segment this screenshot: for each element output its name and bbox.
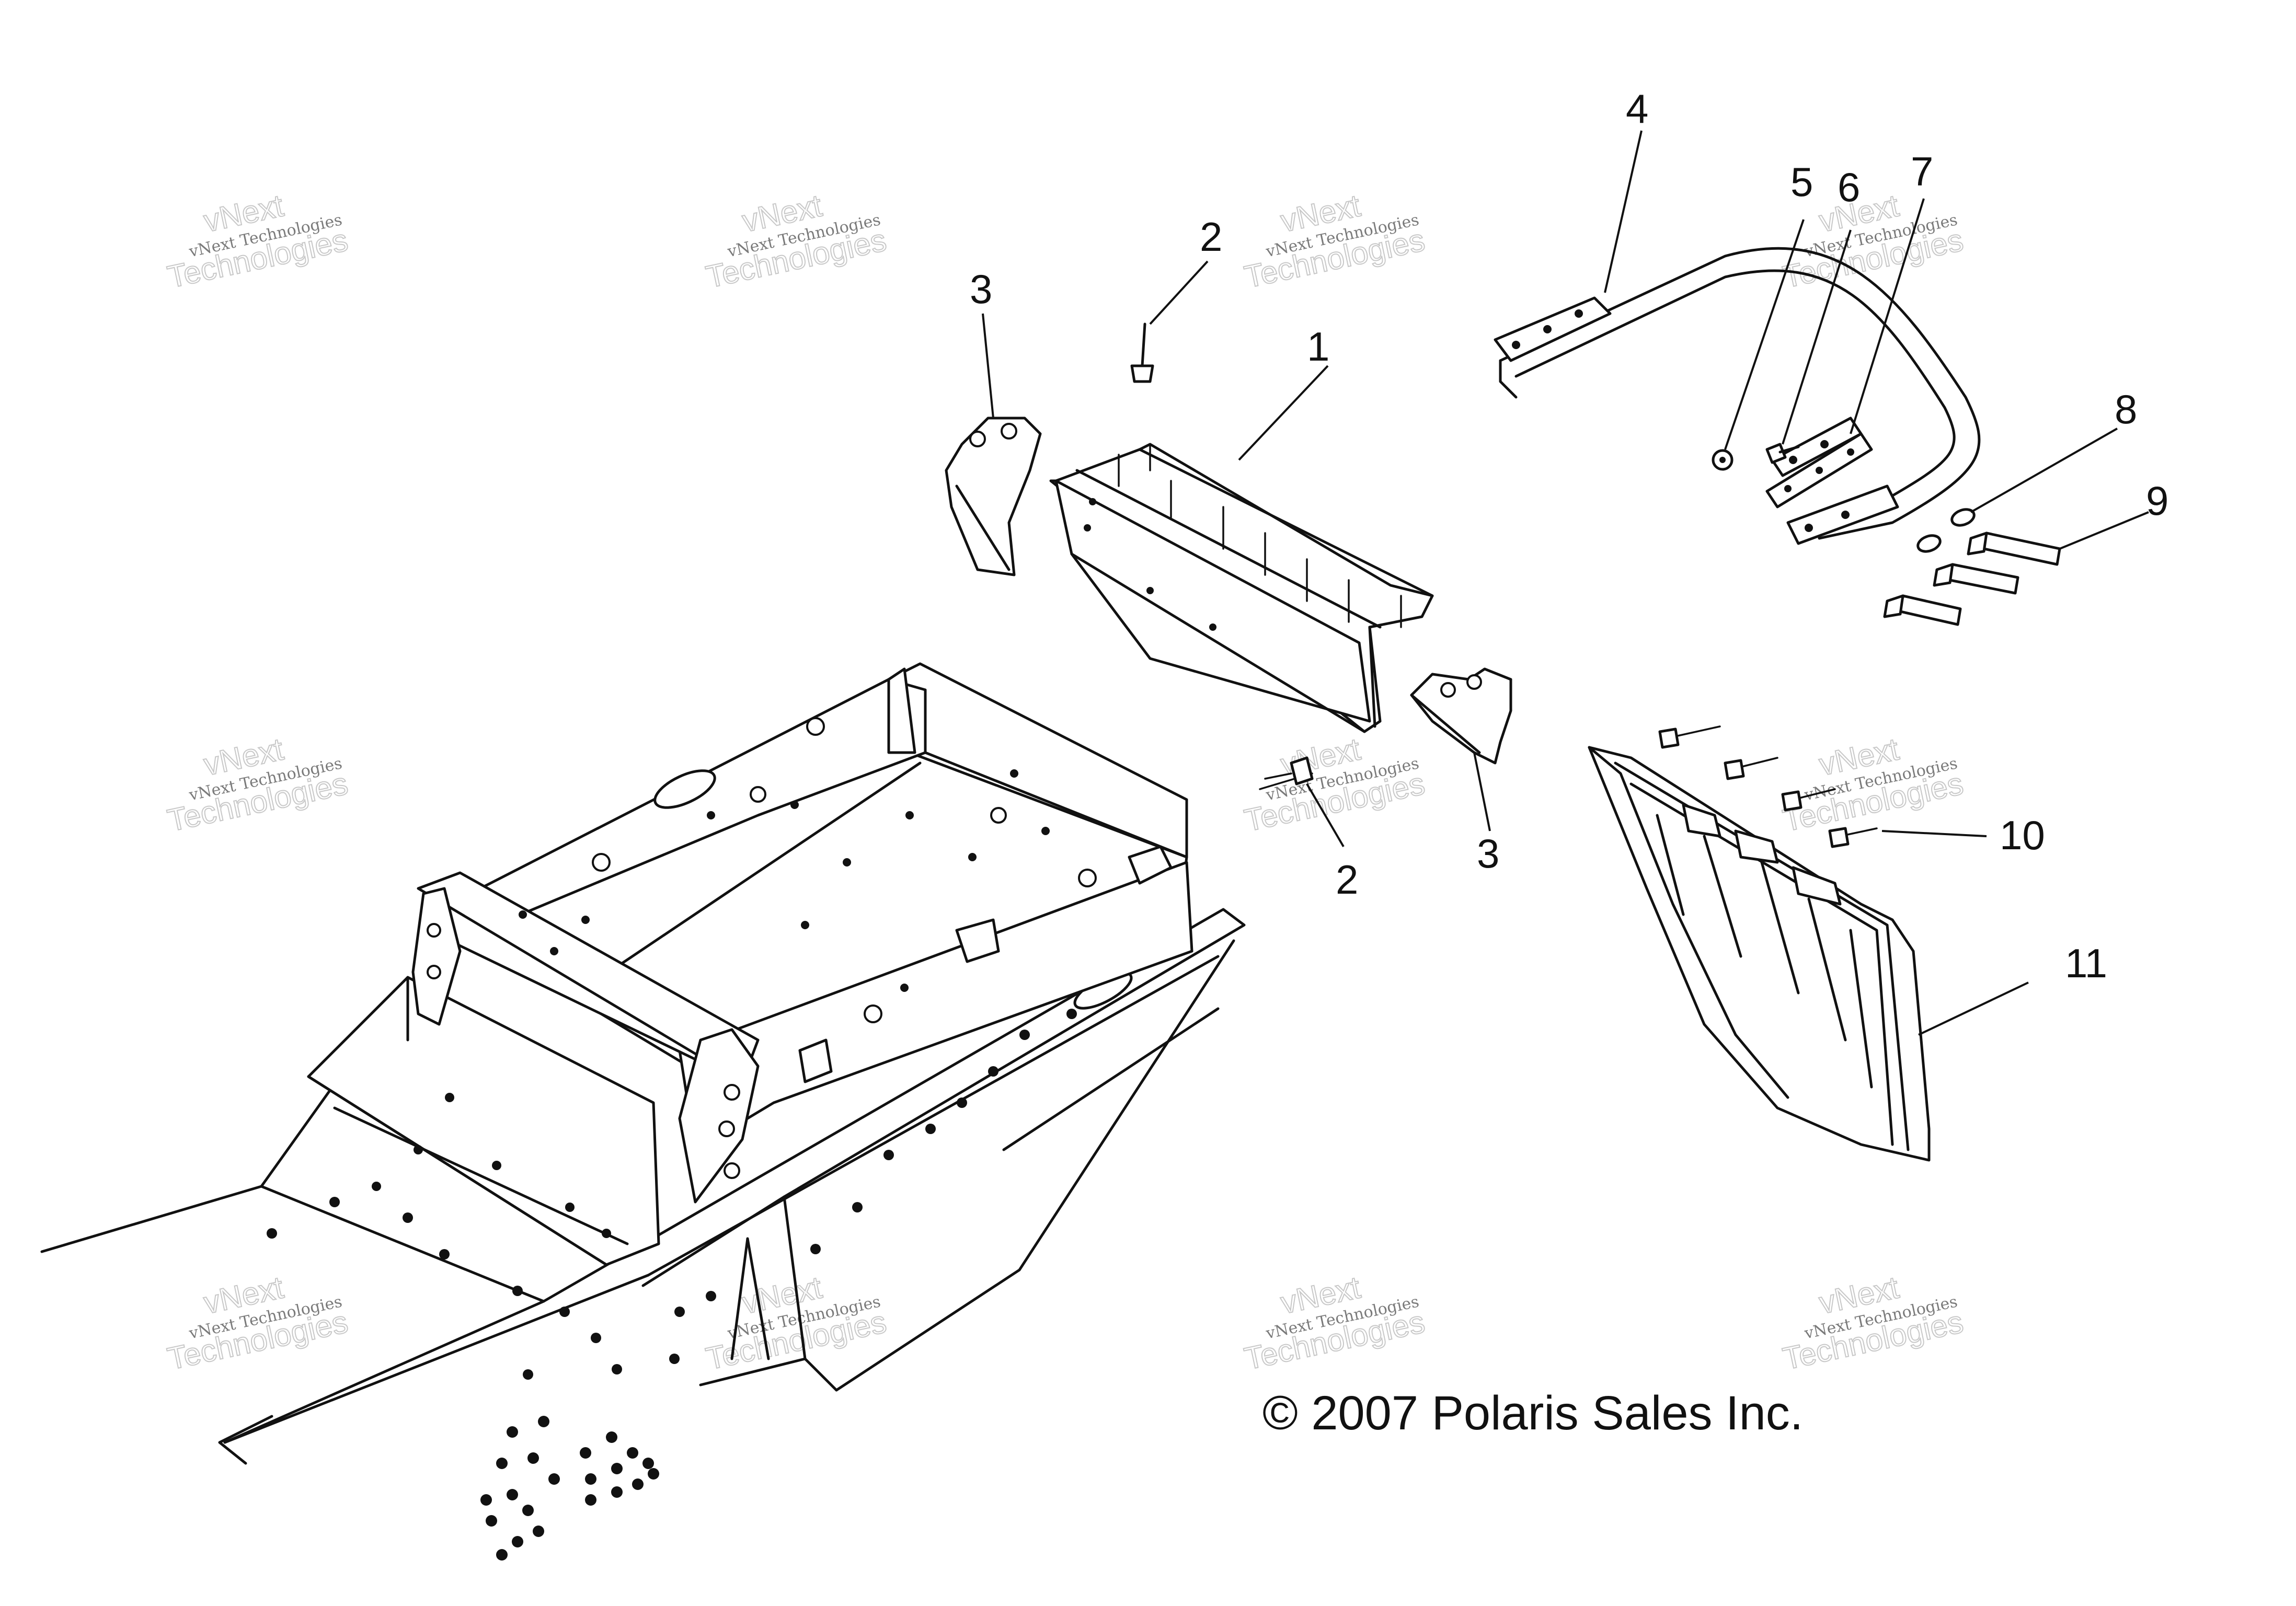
leader-4	[1604, 130, 1643, 293]
leader-2a	[1149, 260, 1209, 325]
storage-box	[307, 662, 1193, 1266]
part-7-clamp	[1765, 432, 1873, 509]
right-side-bracket	[678, 1028, 760, 1204]
leader-6	[1782, 229, 1852, 445]
part-8-washers	[1916, 508, 1976, 553]
watermark: vNext vNext Technologies Technologies	[164, 1269, 352, 1377]
leader-11	[1918, 981, 2029, 1036]
cover-rivets	[1118, 443, 1402, 628]
flap-ribs	[1656, 814, 1873, 1089]
watermark: vNext vNext Technologies Technologies	[703, 187, 890, 295]
box-latch-mid	[955, 918, 1000, 963]
callout-9: 9	[2146, 478, 2168, 524]
grab-bar-left-pad	[1494, 296, 1612, 362]
callout-6: 6	[1838, 164, 1860, 210]
box-latch-front	[798, 1038, 833, 1083]
part-3-bracket-left	[945, 417, 1042, 576]
cover-face	[1054, 479, 1371, 723]
callout-1: 1	[1307, 323, 1329, 369]
watermark: vNext vNext Technologies Technologies	[1241, 1269, 1429, 1377]
part-9-bolts	[1883, 532, 2061, 626]
callout-7: 7	[1911, 148, 1933, 194]
part-11-snow-flap	[1588, 746, 1931, 1162]
leader-5	[1724, 219, 1805, 450]
leader-10	[1881, 830, 1987, 837]
callout-11: 11	[2065, 940, 2107, 986]
callout-2-top: 2	[1200, 214, 1222, 260]
watermark: vNext vNext Technologies Technologies	[164, 731, 352, 838]
callout-8: 8	[2115, 386, 2137, 432]
leader-3a	[982, 313, 994, 419]
leader-8	[1970, 428, 2118, 513]
callout-3-top: 3	[970, 266, 992, 312]
box-latch-right	[1128, 845, 1173, 885]
part-2-rivet-bottom	[1259, 756, 1314, 790]
tunnel-holes	[267, 951, 1166, 1561]
callout-10: 10	[2000, 812, 2045, 858]
leader-3b	[1473, 752, 1491, 831]
part-5-nut	[1712, 449, 1734, 471]
grab-bar-outer	[1499, 247, 1981, 540]
part-4-grab-bar	[1494, 247, 1981, 545]
chassis-tunnel	[40, 908, 1246, 1561]
box-handle-slot	[653, 769, 716, 809]
leader-9	[2059, 511, 2149, 550]
part-1-cover-panel	[1049, 443, 1434, 733]
leader-1	[1238, 365, 1329, 461]
callout-5: 5	[1790, 159, 1813, 205]
watermark: vNext vNext Technologies Technologies	[1241, 731, 1429, 838]
grab-bar-inner	[1514, 269, 1956, 519]
watermark: vNext vNext Technologies Technologies	[1241, 187, 1429, 295]
callout-4: 4	[1626, 86, 1648, 132]
copyright-notice: © 2007 Polaris Sales Inc.	[1262, 1387, 1803, 1440]
watermark: vNext vNext Technologies Technologies	[164, 187, 352, 295]
callout-labels: 1 2 2 3 3 4 5 6 7 8 9 10 11	[970, 86, 2168, 986]
left-side-bracket	[411, 887, 462, 1026]
leader-2b	[1306, 783, 1345, 848]
part-2-rivet-top	[1130, 322, 1154, 383]
leader-7	[1850, 198, 1925, 434]
watermark: vNext vNext Technologies Technologies	[1780, 731, 1967, 838]
watermark: vNext vNext Technologies Technologies	[703, 1269, 890, 1377]
part-10-rivets	[1658, 725, 1878, 848]
leader-lines	[982, 130, 2149, 1036]
tunnel-left-surface	[40, 1185, 545, 1444]
part-6-screw	[1765, 443, 1800, 464]
part-3-bracket-right	[1410, 667, 1512, 765]
callout-3-bottom: 3	[1477, 830, 1499, 876]
callout-2-bottom: 2	[1336, 857, 1358, 903]
watermark: vNext vNext Technologies Technologies	[1780, 1269, 1967, 1377]
